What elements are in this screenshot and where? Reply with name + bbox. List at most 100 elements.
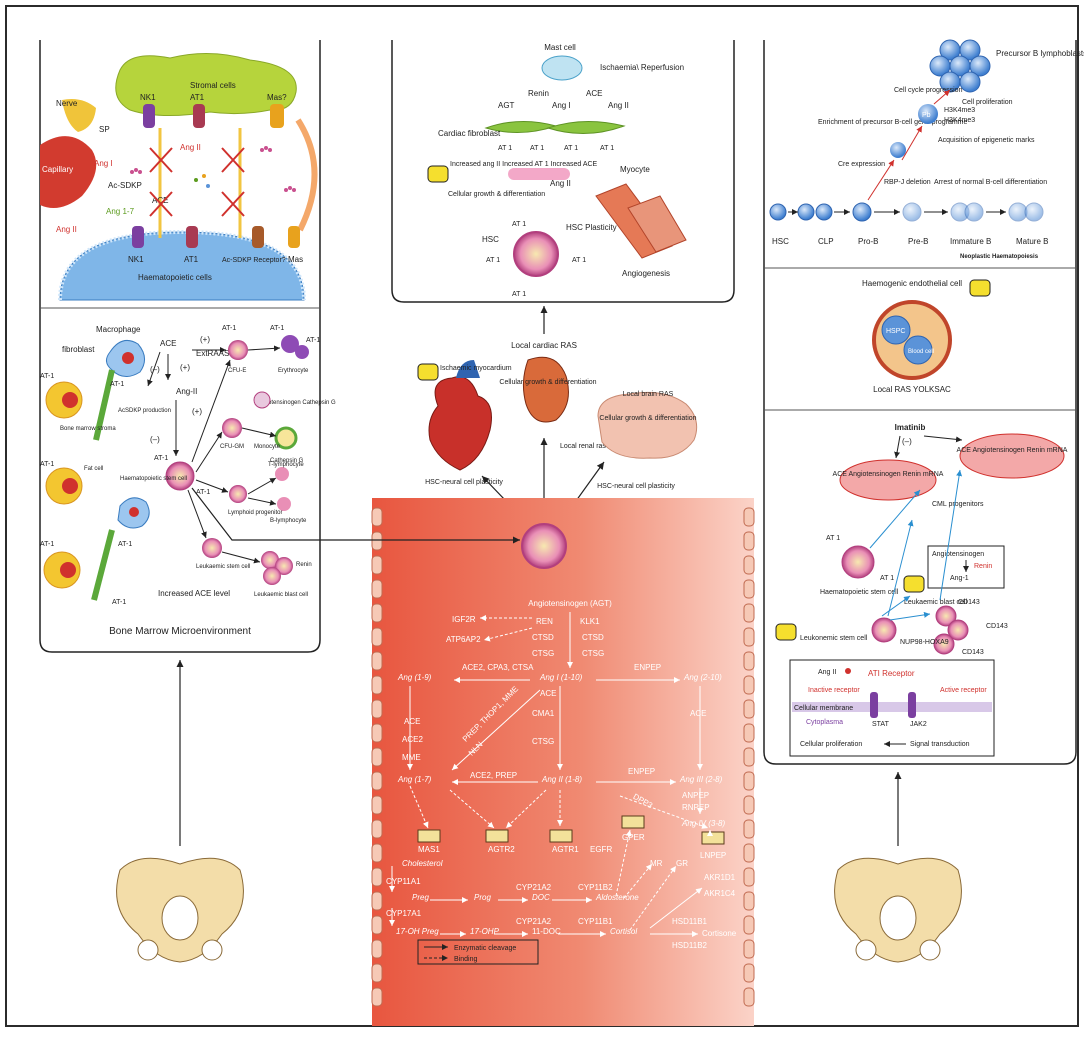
bm-stroma-label: Bone marrow stroma <box>60 426 116 432</box>
hsc-neural-label-b: HSC-neural cell plasticity <box>597 483 675 490</box>
svg-text:CYP11B2: CYP11B2 <box>578 883 613 892</box>
angiogenesis-label: Angiogenesis <box>622 269 670 278</box>
block-x-4 <box>221 191 245 217</box>
arrest-label: Arrest of normal B-cell differentiation <box>934 179 1047 186</box>
mature-label: Mature B <box>1016 237 1048 246</box>
prolif-label: Cellular proliferation <box>800 741 862 748</box>
svg-text:GR: GR <box>676 859 688 868</box>
at1-receptor-top <box>193 104 205 128</box>
svg-text:AT 1: AT 1 <box>564 145 578 152</box>
monocyte-label: Monocyte <box>254 444 281 450</box>
lymphoid-label: Lymphoid progenitor <box>228 510 282 516</box>
ace-label-bm: ACE <box>160 339 176 348</box>
svg-text:AT-1: AT-1 <box>270 325 284 332</box>
svg-text:AKR1C4: AKR1C4 <box>704 889 736 898</box>
leuk-blast-label: Leukaemic blast cell <box>254 592 308 598</box>
svg-text:RNPEP: RNPEP <box>682 803 710 812</box>
svg-text:Ang I (1-10): Ang I (1-10) <box>539 673 583 682</box>
svg-text:Ang II (1-8): Ang II (1-8) <box>541 775 582 784</box>
cfu-e-label: CFU-E <box>228 368 246 374</box>
hsc-neural-label-a: HSC-neural cell plasticity <box>425 479 503 486</box>
leukaemic-blast-1 <box>261 551 279 569</box>
neoplastic-label: Neoplastic Haematopoiesis <box>960 254 1039 260</box>
at1-label-r2: AT 1 <box>880 575 894 582</box>
myocyte-fiber-2 <box>627 195 687 253</box>
cardiac-fibroblast-2 <box>546 120 626 135</box>
acquisition-label: Acquisition of epigenetic marks <box>938 137 1035 144</box>
ang-ii-label-r: Ang II <box>818 669 836 676</box>
svg-text:CTSG: CTSG <box>532 737 554 746</box>
right-panel: Precursor B lymphoblasts Cell cycle prog… <box>763 39 1084 765</box>
cre-cell <box>890 142 906 158</box>
nk1-receptor-top <box>143 104 155 128</box>
local-cardiac-label: Local cardiac RAS <box>511 341 577 350</box>
ang1-label: Ang-1 <box>950 575 969 582</box>
hsc-plasticity-label: HSC Plasticity <box>566 223 617 232</box>
t-lymph-label: T-lymphocyte <box>268 462 304 468</box>
svg-text:ENPEP: ENPEP <box>634 663 661 672</box>
macrophage-label: Macrophage <box>96 325 141 334</box>
nup98-label: NUP98-HOXA9 <box>900 639 949 646</box>
lymphoid-progenitor-cell <box>229 485 247 503</box>
precursor-b-cluster <box>929 39 991 93</box>
svg-text:ENPEP: ENPEP <box>628 767 655 776</box>
ischaemia-label: Ischaemia\ Reperfusion <box>600 63 684 72</box>
cfu-gm-cell <box>222 418 242 438</box>
svg-text:AT-1: AT-1 <box>40 461 54 468</box>
stromal-label: Stromal cells <box>190 81 236 90</box>
fibroblast-cell-1-nucleus <box>62 392 78 408</box>
ischaemic-label: Ischaemic myocardium <box>440 365 512 372</box>
leukaemic-stem-cell <box>202 538 222 558</box>
erythrocyte-label: Erythrocyte <box>278 368 309 374</box>
block-x-3 <box>221 147 245 173</box>
svg-text:AGTR1: AGTR1 <box>552 845 579 854</box>
local-brain-label: Local brain RAS <box>623 391 674 398</box>
fat-cell-label: Fat cell <box>84 466 103 472</box>
angiotensinogen-label-r: Angiotensinogen <box>932 551 984 558</box>
at1-top-label: AT1 <box>190 93 205 102</box>
hsc-label-r: HSC <box>772 237 789 246</box>
svg-text:KLK1: KLK1 <box>580 617 600 626</box>
at1-receptor-label: ATI Receptor <box>868 669 915 678</box>
svg-text:Ang (1-9): Ang (1-9) <box>397 673 432 682</box>
haem-stem-label-r: Haematopoietic stem cell <box>820 589 899 596</box>
svg-text:Cortisone: Cortisone <box>702 929 737 938</box>
capillary-label: Capillary <box>42 165 73 174</box>
vessel-wall-left <box>371 507 383 1007</box>
rbpj-label: RBP-J deletion <box>884 179 931 186</box>
minus-label-2: (–) <box>150 435 160 444</box>
membrane-band <box>792 702 992 712</box>
pb-cell <box>918 104 938 124</box>
mas-bottom-label: Mas <box>288 255 303 264</box>
svg-text:Ang (2-10): Ang (2-10) <box>683 673 722 682</box>
svg-text:AT-1: AT-1 <box>118 541 132 548</box>
minus-label-1: (–) <box>150 365 160 374</box>
at1-receptor-bottom <box>186 226 198 248</box>
pathway-legend: Enzymatic cleavage Binding <box>417 939 539 965</box>
mrna-bubble-right <box>959 433 1065 479</box>
leukaemic-blast-3 <box>263 567 281 585</box>
clp-label: CLP <box>818 237 834 246</box>
acsdkp-receptor-bottom <box>252 226 264 248</box>
ac-sdkp-label: Ac-SDKP <box>108 181 142 190</box>
heart-vessel <box>456 360 480 378</box>
brain-shape <box>597 391 698 459</box>
svg-text:CYP11B1: CYP11B1 <box>578 917 613 926</box>
leuk-stem-label-r: Leukonemic stem cell <box>800 635 868 642</box>
signal-label: Signal transduction <box>910 741 970 748</box>
leukonemic-stem-cell <box>871 617 897 643</box>
increased-ace-label: Increased ACE level <box>158 589 230 598</box>
speech-icon-heart <box>417 363 439 381</box>
b-cell-lineage <box>769 202 1044 222</box>
haematopoietic-stem-cell-bm <box>165 461 195 491</box>
speech-icon-leuk <box>775 623 797 641</box>
renin-label-bm: Renin <box>296 562 312 568</box>
haem-stem-label-bm: Haematopoietic stem cell <box>120 476 187 482</box>
svg-text:Prog: Prog <box>474 893 491 902</box>
center-top-border <box>391 40 735 303</box>
macrophage-2-nucleus <box>129 507 139 517</box>
ang-ii-label: Ang II <box>56 225 77 234</box>
fat-cell-2-nucleus <box>60 562 76 578</box>
haematopoietic-cell-surface <box>59 231 305 301</box>
